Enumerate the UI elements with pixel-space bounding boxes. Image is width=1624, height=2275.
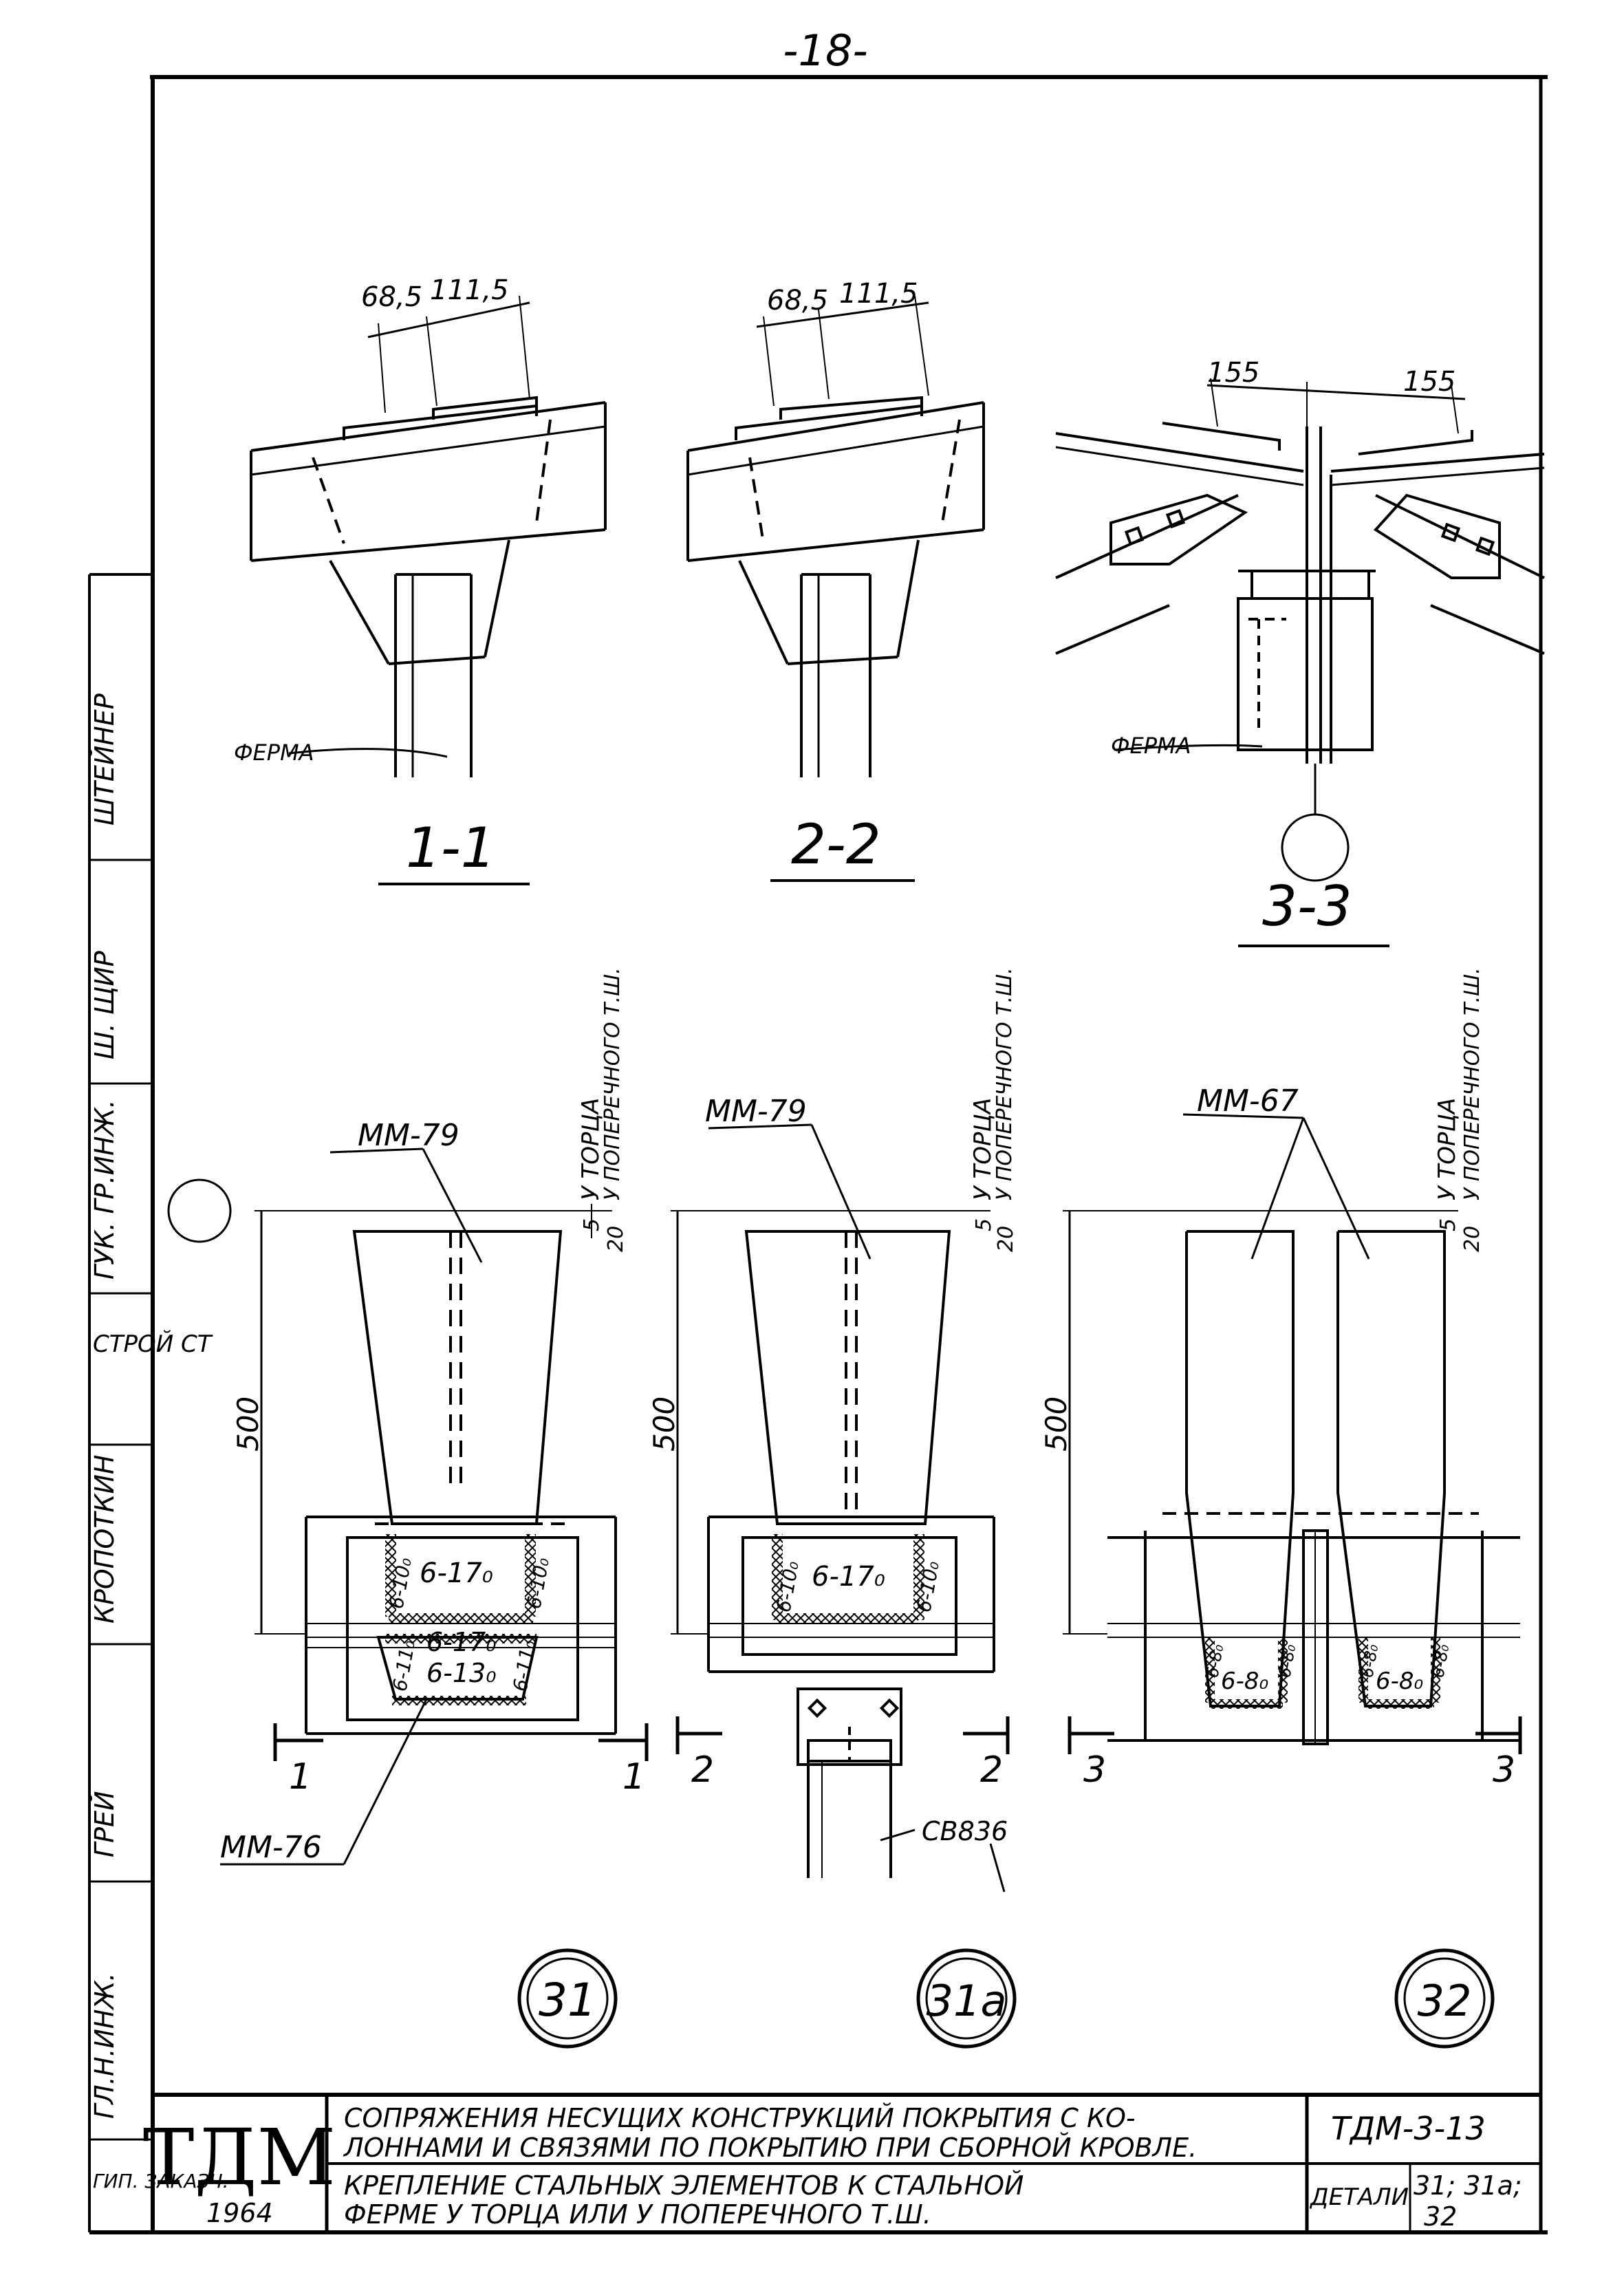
title-line-1: СОПРЯЖЕНИЯ НЕСУЩИХ КОНСТРУКЦИЙ ПОКРЫТИЯ … [344, 2103, 1136, 2133]
p31a-dim-b: 20 [994, 1226, 1018, 1252]
p32-cut-right: 3 [1493, 1749, 1515, 1791]
p31-detail: 31 [539, 1974, 596, 2027]
p31a-note-a: У ТОРЦА [969, 1098, 997, 1200]
p32-element-top: ММ-67 [1197, 1083, 1299, 1119]
subtitle-line-1: КРЕПЛЕНИЕ СТАЛЬНЫХ ЭЛЕМЕНТОВ К СТАЛЬНОЙ [344, 2170, 1024, 2201]
stamp-7: ГЛ.Н.ИНЖ. [89, 1973, 120, 2120]
p32-weld-4: 6-8₀ [1376, 1668, 1424, 1695]
s22-label: 2-2 [791, 812, 881, 876]
p32-note-a: У ТОРЦА [1433, 1098, 1461, 1200]
p31-weld-7: 6-13₀ [426, 1658, 496, 1688]
p31-weld-6: 6-11₀ [508, 1639, 539, 1693]
section-3-3 [1055, 378, 1545, 947]
p31a-element-top: ММ-79 [705, 1094, 807, 1129]
tdm-logo: ТДМ [143, 2113, 336, 2203]
p31-height: 500 [231, 1397, 265, 1452]
p31-dim-a: 5 [580, 1218, 604, 1231]
p31a-element-bottom: СВ836 [922, 1816, 1008, 1846]
s22-dim-right: 111,5 [839, 278, 918, 310]
left-stamp: ГИП. ЗАКАЗЧ. [93, 2170, 229, 2192]
p32-detail: 32 [1418, 1976, 1472, 2026]
stamp-2: Ш. ЩИР [89, 951, 120, 1059]
detail-value-2: 32 [1424, 2201, 1457, 2232]
year: 1964 [206, 2198, 273, 2228]
s33-dim-right: 155 [1403, 366, 1455, 398]
plan-31 [167, 1147, 649, 2049]
stamp-5: КРОПОТКИН [89, 1455, 120, 1624]
p31-note-b: У ПОПЕРЕЧНОГО Т.Ш. [600, 967, 625, 1200]
s33-label: 3-3 [1262, 874, 1352, 938]
drawing-code: ТДМ-3-13 [1331, 2110, 1486, 2147]
p32-cut-left: 3 [1083, 1749, 1106, 1791]
p31-dim-b: 20 [604, 1226, 628, 1252]
margin-stamps: ШТЕЙНЕР Ш. ЩИР ГУК. ГР.ИНЖ. КРОПОТКИН ГЛ… [89, 693, 120, 2119]
s33-ferma: ФЕРМА [1111, 733, 1191, 759]
section-1-1 [250, 295, 607, 885]
p31-cut-right: 1 [622, 1756, 645, 1798]
stamp-3: ГУК. ГР.ИНЖ. [89, 1099, 120, 1280]
p31-element-bottom: ММ-76 [220, 1830, 322, 1865]
p31a-height: 500 [647, 1397, 681, 1452]
p31a-cut-right: 2 [980, 1749, 1003, 1791]
p31a-weld-1: 6-17₀ [812, 1561, 885, 1593]
p31-weld-1: 6-17₀ [420, 1557, 493, 1589]
stamp-4: СТРОЙ СТ [93, 1330, 213, 1358]
s11-dim-left: 68,5 [361, 281, 422, 313]
s33-dim-left: 155 [1207, 357, 1259, 389]
p31-cut-left: 1 [289, 1756, 312, 1798]
p31-weld-5: 6-11₀ [388, 1639, 419, 1693]
stamp-6: ГРЕЙ [89, 1791, 120, 1857]
s11-dim-right: 111,5 [430, 274, 509, 306]
stamp-shteiner: ШТЕЙНЕР [89, 693, 120, 826]
detail-label: ДЕТАЛИ [1309, 2184, 1409, 2211]
p31a-note-b: У ПОПЕРЕЧНОГО Т.Ш. [993, 967, 1017, 1200]
plan-31a [671, 1123, 1017, 2049]
p31a-cut-left: 2 [691, 1749, 714, 1791]
p32-weld-1: 6-8₀ [1221, 1668, 1269, 1695]
p32-note-b: У ПОПЕРЕЧНОГО Т.Ш. [1460, 967, 1484, 1200]
title-block [153, 2093, 1541, 2232]
page-number: -18- [783, 25, 868, 76]
p32-dim-b: 20 [1460, 1226, 1484, 1252]
p31-element-top: ММ-79 [358, 1118, 459, 1153]
s11-ferma: ФЕРМА [234, 740, 314, 766]
s22-dim-left: 68,5 [767, 285, 828, 316]
p31a-detail: 31а [927, 1976, 1007, 2026]
p32-height: 500 [1039, 1397, 1073, 1452]
drawing-frame [88, 75, 1548, 2234]
p31a-dim-a: 5 [972, 1218, 996, 1231]
plan-32 [1063, 1113, 1522, 2049]
p31-weld-4: 6-17₀ [426, 1627, 496, 1657]
s11-label: 1-1 [406, 816, 496, 880]
subtitle-line-2: ФЕРМЕ У ТОРЦА ИЛИ У ПОПЕРЕЧНОГО Т.Ш. [344, 2199, 931, 2230]
detail-value-1: 31; 31а; [1414, 2170, 1522, 2201]
p31-note-a: У ТОРЦА [577, 1098, 605, 1200]
title-line-2: ЛОННАМИ И СВЯЗЯМИ ПО ПОКРЫТИЮ ПРИ СБОРНО… [343, 2133, 1197, 2163]
section-2-2 [686, 295, 985, 882]
p32-dim-a: 5 [1436, 1218, 1460, 1231]
